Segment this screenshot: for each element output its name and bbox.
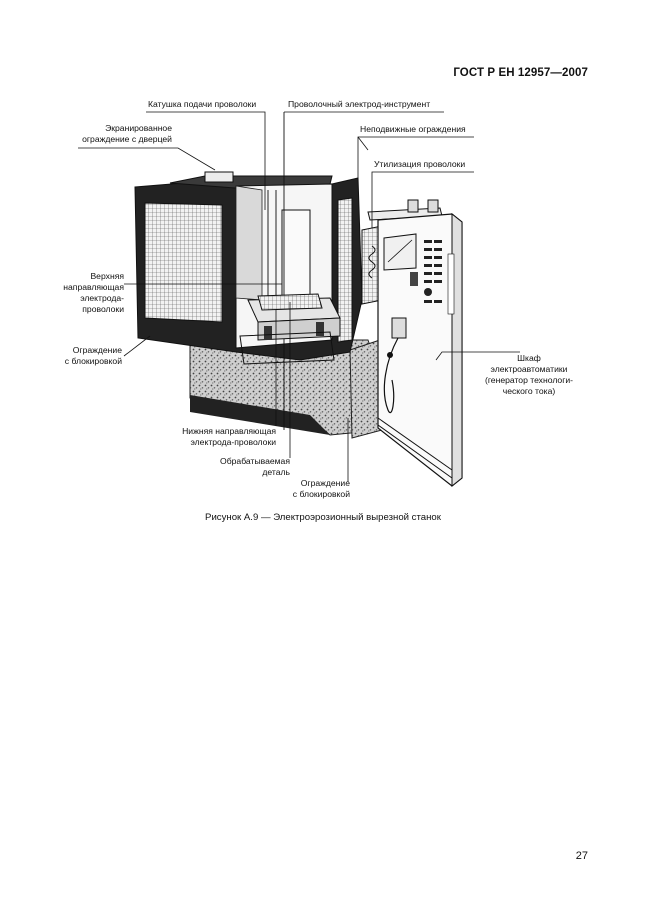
label-lower-guide-line2: электрода-проволоки	[190, 437, 276, 447]
label-fixed-guards: Неподвижные ограждения	[360, 124, 466, 134]
label-cabinet-line4: ческого тока)	[502, 386, 556, 396]
label-upper-guide-line2: направляющая	[63, 282, 124, 292]
label-lower-guide-line1: Нижняя направляющая	[182, 426, 276, 436]
label-shielded-guard: Экранированное ограждение с дверцей	[60, 123, 172, 145]
label-upper-guide: Верхняя направляющая электрода- проволок…	[40, 271, 124, 315]
machine-enclosure	[134, 112, 363, 430]
machine-base	[189, 339, 383, 439]
label-cabinet: Шкаф электроавтоматики (генератор технол…	[474, 353, 584, 397]
leader-wire-disposal	[371, 171, 474, 228]
label-upper-guide-line3: электрода-	[80, 293, 124, 303]
leader-interlock-left	[123, 335, 151, 357]
label-lower-guide: Нижняя направляющая электрода-проволоки	[160, 426, 276, 448]
label-upper-guide-line1: Верхняя	[90, 271, 124, 281]
figure-caption: Рисунок А.9 — Электроэрозионный вырезной…	[205, 512, 441, 523]
label-wire-spool: Катушка подачи проволоки	[148, 99, 257, 109]
label-interlock-bottom: Ограждение с блокировкой	[270, 478, 350, 500]
label-workpiece-line2: деталь	[262, 467, 290, 477]
label-shielded-guard-line2: ограждение с дверцей	[82, 134, 172, 144]
label-interlock-bottom-line2: с блокировкой	[292, 489, 350, 499]
electrical-cabinet	[377, 212, 463, 488]
leader-lines	[78, 111, 520, 482]
label-wire-electrode: Проволочный электрод-инструмент	[288, 99, 431, 109]
label-cabinet-line3: (генератор технологи-	[484, 375, 574, 385]
label-shielded-guard-line1: Экранированное	[105, 123, 172, 133]
label-cabinet-line1: Шкаф	[517, 353, 541, 363]
label-cabinet-line2: электроавтоматики	[490, 364, 568, 374]
label-interlock-left-line1: Ограждение	[72, 345, 122, 355]
label-workpiece: Обрабатываемая деталь	[196, 456, 290, 478]
leader-wire-spool	[146, 111, 266, 210]
leader-shielded-guard	[78, 147, 216, 171]
label-upper-guide-line4: проволоки	[82, 304, 124, 314]
page-number: 27	[575, 850, 588, 862]
label-interlock-left: Ограждение с блокировкой	[40, 345, 122, 367]
document-header: ГОСТ Р ЕН 12957—2007	[453, 67, 588, 79]
label-wire-disposal: Утилизация проволоки	[374, 159, 466, 169]
leader-cabinet	[435, 351, 520, 361]
label-interlock-left-line2: с блокировкой	[64, 356, 122, 366]
leader-fixed-guards-2	[357, 136, 369, 151]
label-workpiece-line1: Обрабатываемая	[220, 456, 290, 466]
label-interlock-bottom-line1: Ограждение	[300, 478, 350, 488]
